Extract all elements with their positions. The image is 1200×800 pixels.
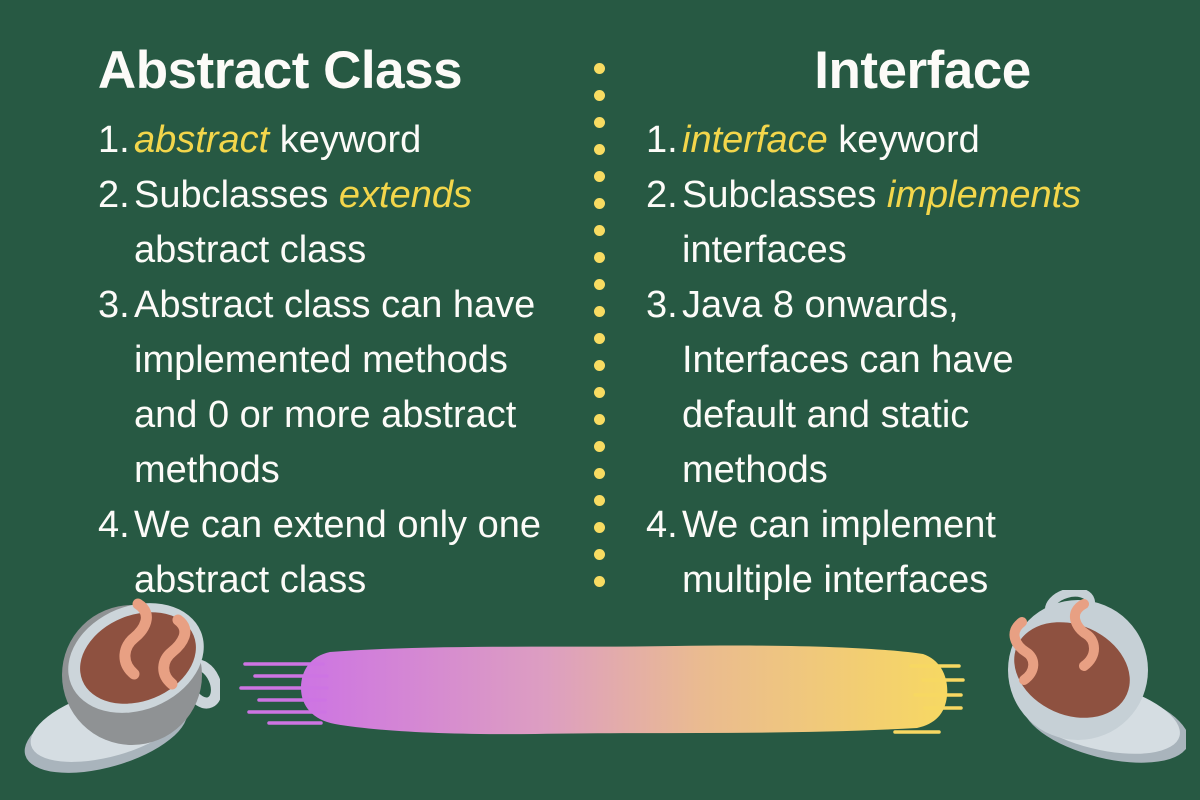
item-text: Java 8 onwards, Interfaces can have defa…	[682, 284, 1014, 491]
list-item: 4. We can implement multiple interfaces	[646, 498, 1146, 608]
divider-dots	[594, 63, 605, 587]
item-text: We can extend only one abstract class	[134, 504, 542, 601]
interface-list: 1. interface keyword 2. Subclasses imple…	[646, 113, 1146, 608]
divider-dot	[594, 441, 605, 452]
item-number: 4.	[646, 504, 678, 546]
list-item: 4. We can extend only one abstract class	[98, 498, 584, 608]
item-number: 2.	[646, 174, 678, 216]
item-number: 3.	[98, 284, 130, 326]
list-item: 1. abstract keyword	[98, 113, 584, 168]
divider-dot	[594, 225, 605, 236]
abstract-class-title: Abstract Class	[97, 41, 463, 100]
divider-dot	[594, 198, 605, 209]
divider-dot	[594, 306, 605, 317]
coffee-cup-icon	[24, 598, 220, 773]
item-text: We can implement multiple interfaces	[682, 504, 996, 601]
divider-dot	[594, 360, 605, 371]
divider-dot	[594, 468, 605, 479]
item-text: Subclasses extends abstract class	[134, 174, 472, 271]
coffee-cup-icon	[1008, 590, 1186, 763]
steam-icon	[1009, 599, 1099, 685]
divider-dot	[594, 279, 605, 290]
gradient-brush-stroke	[239, 645, 965, 735]
item-number: 1.	[646, 119, 678, 161]
list-item: 2. Subclasses implements interfaces	[646, 168, 1146, 278]
item-number: 1.	[98, 119, 130, 161]
divider-dot	[594, 333, 605, 344]
divider-dot	[594, 252, 605, 263]
item-number: 3.	[646, 284, 678, 326]
divider-dot	[594, 90, 605, 101]
abstract-class-list: 1. abstract keyword 2. Subclasses extend…	[98, 113, 584, 608]
keyword-text: interface	[682, 119, 828, 161]
item-text: Abstract class can have implemented meth…	[134, 284, 536, 491]
steam-icon	[119, 598, 191, 690]
keyword-text: implements	[886, 174, 1082, 216]
list-item: 3. Abstract class can have implemented m…	[98, 278, 584, 498]
divider-dot	[594, 549, 605, 560]
item-text: Subclasses implements interfaces	[682, 174, 1082, 271]
item-text: interface keyword	[682, 119, 980, 161]
divider-dot	[594, 522, 605, 533]
divider-dot	[594, 576, 605, 587]
list-item: 1. interface keyword	[646, 113, 1146, 168]
divider-dot	[594, 117, 605, 128]
divider-dot	[594, 144, 605, 155]
divider-dot	[594, 387, 605, 398]
divider-dot	[594, 495, 605, 506]
keyword-text: extends	[338, 174, 472, 216]
item-text: abstract keyword	[134, 119, 422, 161]
divider-dot	[594, 414, 605, 425]
keyword-text: abstract	[134, 119, 270, 161]
item-number: 4.	[98, 504, 130, 546]
list-item: 3. Java 8 onwards, Interfaces can have d…	[646, 278, 1146, 498]
list-item: 2. Subclasses extends abstract class	[98, 168, 584, 278]
item-number: 2.	[98, 174, 130, 216]
divider-dot	[594, 63, 605, 74]
interface-title: Interface	[814, 41, 1031, 100]
divider-dot	[594, 171, 605, 182]
